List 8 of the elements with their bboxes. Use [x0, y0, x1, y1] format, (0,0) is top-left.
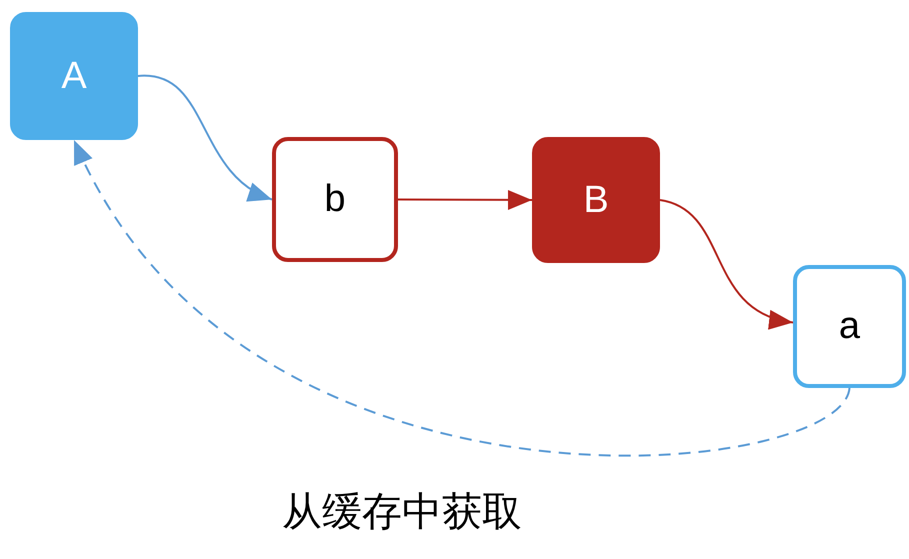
- process-box: B: [532, 137, 660, 263]
- process-box: a: [793, 265, 906, 388]
- process-box: b: [272, 137, 398, 262]
- arrow: [398, 190, 532, 210]
- arrow: [73, 140, 850, 456]
- process-box: A: [10, 12, 138, 140]
- arrow: [138, 75, 272, 200]
- arrow: [660, 199, 794, 328]
